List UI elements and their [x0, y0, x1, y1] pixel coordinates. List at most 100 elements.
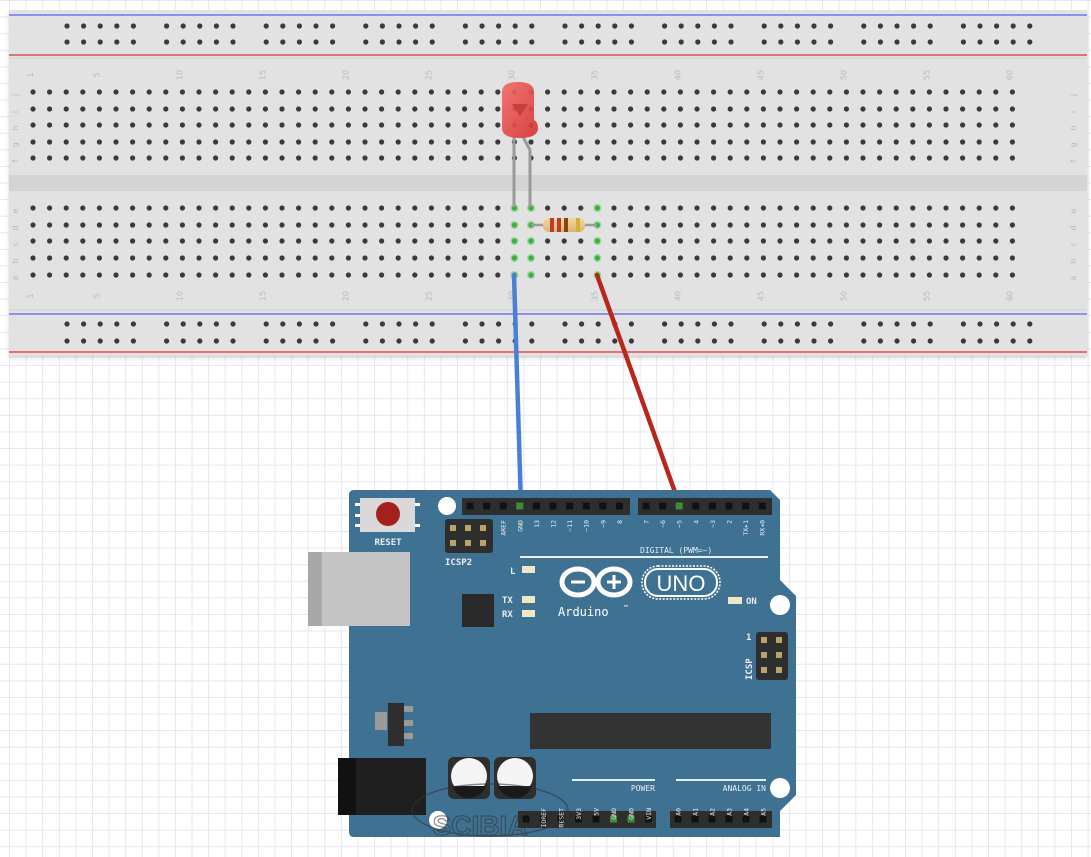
breadboard-hole-j8[interactable]	[146, 89, 152, 95]
bottom-rail-positive-hole[interactable]	[330, 338, 336, 344]
breadboard-hole-h18[interactable]	[312, 122, 318, 128]
bottom-rail-positive-hole[interactable]	[894, 338, 900, 344]
breadboard-hole-e23[interactable]	[395, 205, 401, 211]
top-rail-negative-hole[interactable]	[994, 23, 1000, 29]
breadboard-hole-g56[interactable]	[943, 139, 949, 145]
analog-pin-A4[interactable]	[742, 815, 750, 823]
breadboard-hole-g48[interactable]	[810, 139, 816, 145]
breadboard-hole-j60[interactable]	[1009, 89, 1016, 95]
top-rail-positive-hole[interactable]	[164, 39, 170, 45]
bottom-rail-negative-hole[interactable]	[429, 321, 435, 327]
bottom-rail-positive-hole[interactable]	[496, 338, 502, 344]
breadboard-hole-e7[interactable]	[130, 205, 136, 211]
breadboard-hole-f37[interactable]	[628, 155, 634, 161]
breadboard-hole-d54[interactable]	[910, 222, 916, 228]
digital-pin-13[interactable]	[532, 502, 540, 510]
breadboard-hole-e25[interactable]	[428, 205, 434, 211]
breadboard-hole-h45[interactable]	[760, 122, 767, 128]
breadboard-hole-f3[interactable]	[63, 155, 69, 161]
breadboard-hole-a23[interactable]	[395, 272, 401, 278]
breadboard-hole-e19[interactable]	[329, 205, 335, 211]
bottom-rail-positive-hole[interactable]	[1027, 338, 1033, 344]
breadboard-hole-i35[interactable]	[594, 106, 601, 112]
breadboard-hole-e34[interactable]	[578, 205, 584, 211]
breadboard-hole-c20[interactable]	[345, 238, 351, 244]
breadboard-hole-j23[interactable]	[395, 89, 401, 95]
breadboard-hole-d47[interactable]	[794, 222, 800, 228]
bottom-rail-negative-hole[interactable]	[413, 321, 419, 327]
breadboard-hole-g9[interactable]	[163, 139, 169, 145]
breadboard-hole-h8[interactable]	[146, 122, 152, 128]
top-rail-positive-hole[interactable]	[529, 39, 535, 45]
breadboard-hole-c14[interactable]	[246, 238, 252, 244]
breadboard-hole-j36[interactable]	[611, 89, 617, 95]
breadboard-hole-j50[interactable]	[843, 89, 850, 95]
breadboard-hole-d25[interactable]	[428, 222, 434, 228]
bottom-rail-negative-hole[interactable]	[396, 321, 402, 327]
breadboard-hole-j11[interactable]	[196, 89, 202, 95]
breadboard-hole-g20[interactable]	[345, 139, 351, 145]
breadboard-hole-h52[interactable]	[877, 122, 883, 128]
power-pin-GND[interactable]	[627, 815, 635, 823]
top-rail-positive-hole[interactable]	[114, 39, 120, 45]
breadboard-hole-g26[interactable]	[445, 139, 451, 145]
breadboard-hole-a50[interactable]	[843, 272, 850, 278]
breadboard-hole-g21[interactable]	[362, 139, 368, 145]
breadboard-hole-d35[interactable]	[594, 222, 601, 228]
bottom-rail-negative-hole[interactable]	[695, 321, 701, 327]
breadboard-hole-b40[interactable]	[677, 255, 684, 261]
top-rail-negative-hole[interactable]	[114, 23, 120, 29]
top-rail-positive-hole[interactable]	[180, 39, 186, 45]
bottom-rail-negative-hole[interactable]	[263, 321, 269, 327]
breadboard-hole-g54[interactable]	[910, 139, 916, 145]
breadboard-hole-c38[interactable]	[644, 238, 650, 244]
breadboard-hole-e9[interactable]	[163, 205, 169, 211]
bottom-rail-positive-hole[interactable]	[778, 338, 784, 344]
breadboard-hole-i46[interactable]	[777, 106, 783, 112]
breadboard-hole-g44[interactable]	[744, 139, 750, 145]
breadboard-hole-a28[interactable]	[478, 272, 484, 278]
breadboard-hole-b59[interactable]	[993, 255, 999, 261]
breadboard-hole-f38[interactable]	[644, 155, 650, 161]
breadboard-hole-i26[interactable]	[445, 106, 451, 112]
breadboard-hole-c43[interactable]	[727, 238, 733, 244]
breadboard-hole-h21[interactable]	[362, 122, 368, 128]
breadboard-hole-d5[interactable]	[96, 222, 102, 228]
top-rail-positive-hole[interactable]	[562, 39, 568, 45]
bottom-rail-negative-hole[interactable]	[595, 321, 601, 327]
top-rail-negative-hole[interactable]	[263, 23, 269, 29]
breadboard-hole-a22[interactable]	[379, 272, 385, 278]
breadboard-hole-g40[interactable]	[677, 139, 684, 145]
top-rail-positive-hole[interactable]	[828, 39, 834, 45]
breadboard-hole-c1[interactable]	[30, 238, 36, 244]
breadboard-hole-i37[interactable]	[628, 106, 634, 112]
breadboard-hole-a31[interactable]	[528, 272, 534, 278]
breadboard-hole-j43[interactable]	[727, 89, 733, 95]
breadboard-hole-b30[interactable]	[511, 255, 517, 261]
top-rail-negative-hole[interactable]	[761, 23, 767, 29]
breadboard-hole-d19[interactable]	[329, 222, 335, 228]
breadboard-hole-b8[interactable]	[146, 255, 152, 261]
breadboard-hole-a15[interactable]	[262, 272, 268, 278]
breadboard-hole-a17[interactable]	[296, 272, 302, 278]
breadboard-hole-b48[interactable]	[810, 255, 816, 261]
top-rail-positive-hole[interactable]	[296, 39, 302, 45]
breadboard-hole-f25[interactable]	[428, 155, 434, 161]
breadboard-hole-c56[interactable]	[943, 238, 949, 244]
bottom-rail-positive-hole[interactable]	[197, 338, 203, 344]
breadboard-hole-g55[interactable]	[926, 139, 933, 145]
breadboard-hole-i14[interactable]	[246, 106, 252, 112]
breadboard-hole-e15[interactable]	[262, 205, 268, 211]
bottom-rail-positive-hole[interactable]	[927, 338, 933, 344]
bottom-rail-positive-hole[interactable]	[977, 338, 983, 344]
breadboard-hole-g60[interactable]	[1009, 139, 1016, 145]
breadboard-hole-e24[interactable]	[412, 205, 418, 211]
breadboard-hole-h32[interactable]	[545, 122, 551, 128]
bottom-rail-positive-hole[interactable]	[994, 338, 1000, 344]
breadboard-hole-a33[interactable]	[561, 272, 567, 278]
breadboard-hole-g29[interactable]	[495, 139, 501, 145]
bottom-rail-positive-hole[interactable]	[960, 338, 967, 344]
analog-pin-A0[interactable]	[674, 815, 682, 823]
breadboard-hole-f15[interactable]	[262, 155, 268, 161]
bottom-rail-negative-hole[interactable]	[462, 321, 468, 327]
